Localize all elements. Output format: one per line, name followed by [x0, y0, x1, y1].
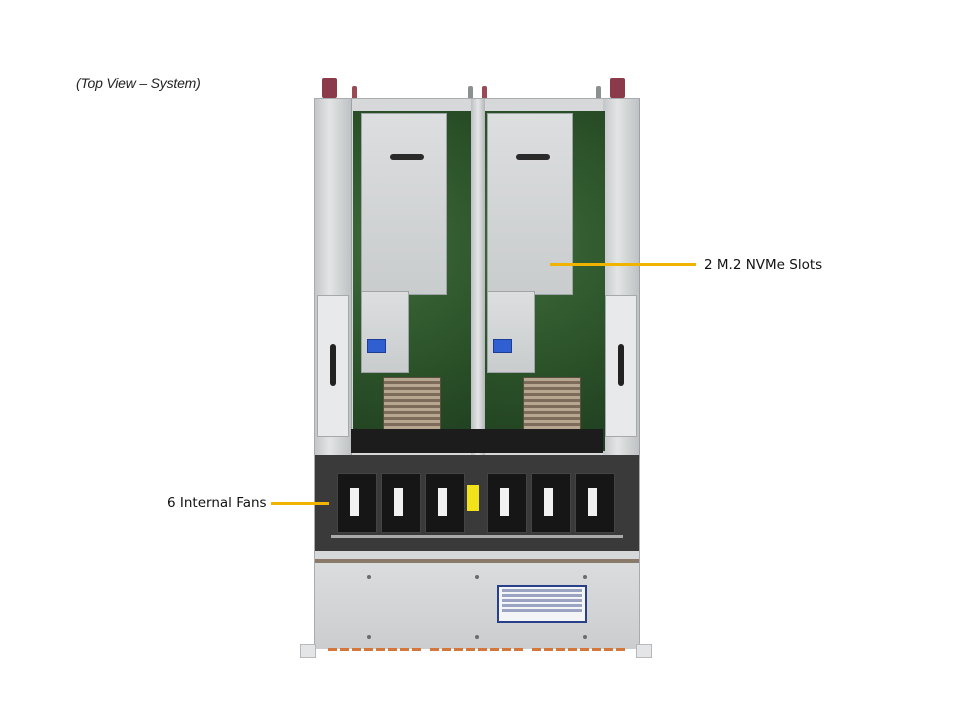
center-divider	[471, 99, 485, 459]
figure-caption: (Top View – System)	[76, 75, 201, 91]
release-lever	[352, 86, 357, 108]
server-chassis-photo	[300, 78, 652, 660]
warning-label	[467, 485, 479, 511]
chassis-body	[314, 98, 640, 649]
air-shroud	[351, 429, 603, 453]
left-pull-handle	[322, 78, 337, 98]
riser-cage	[487, 113, 573, 295]
fan-bay	[315, 455, 639, 551]
right-side-rail	[603, 99, 640, 459]
release-lever	[596, 86, 601, 108]
front-drive-bay-cover	[315, 559, 639, 649]
fans-callout-line	[271, 502, 329, 505]
release-lever	[468, 86, 473, 108]
release-lever	[482, 86, 487, 108]
m2-callout-line	[550, 263, 696, 266]
m2-callout-label: 2 M.2 NVMe Slots	[704, 257, 823, 273]
blue-tag	[493, 339, 512, 353]
drive-bracket	[317, 295, 349, 437]
spec-sticker	[497, 585, 587, 623]
right-pull-handle	[610, 78, 625, 98]
riser-cage-lower	[361, 291, 409, 373]
fan-module	[381, 473, 421, 533]
fan-module	[487, 473, 527, 533]
blue-tag	[367, 339, 386, 353]
motherboard-node-left	[353, 111, 473, 451]
left-side-rail	[315, 99, 352, 459]
front-bezel-edge	[300, 644, 652, 658]
fans-callout-label: 6 Internal Fans	[167, 495, 267, 511]
fan-module	[531, 473, 571, 533]
riser-cage	[361, 113, 447, 295]
fan-module	[337, 473, 377, 533]
fan-module	[575, 473, 615, 533]
fan-module	[425, 473, 465, 533]
motherboard-node-right	[485, 111, 605, 451]
drive-bracket	[605, 295, 637, 437]
riser-cage-lower	[487, 291, 535, 373]
